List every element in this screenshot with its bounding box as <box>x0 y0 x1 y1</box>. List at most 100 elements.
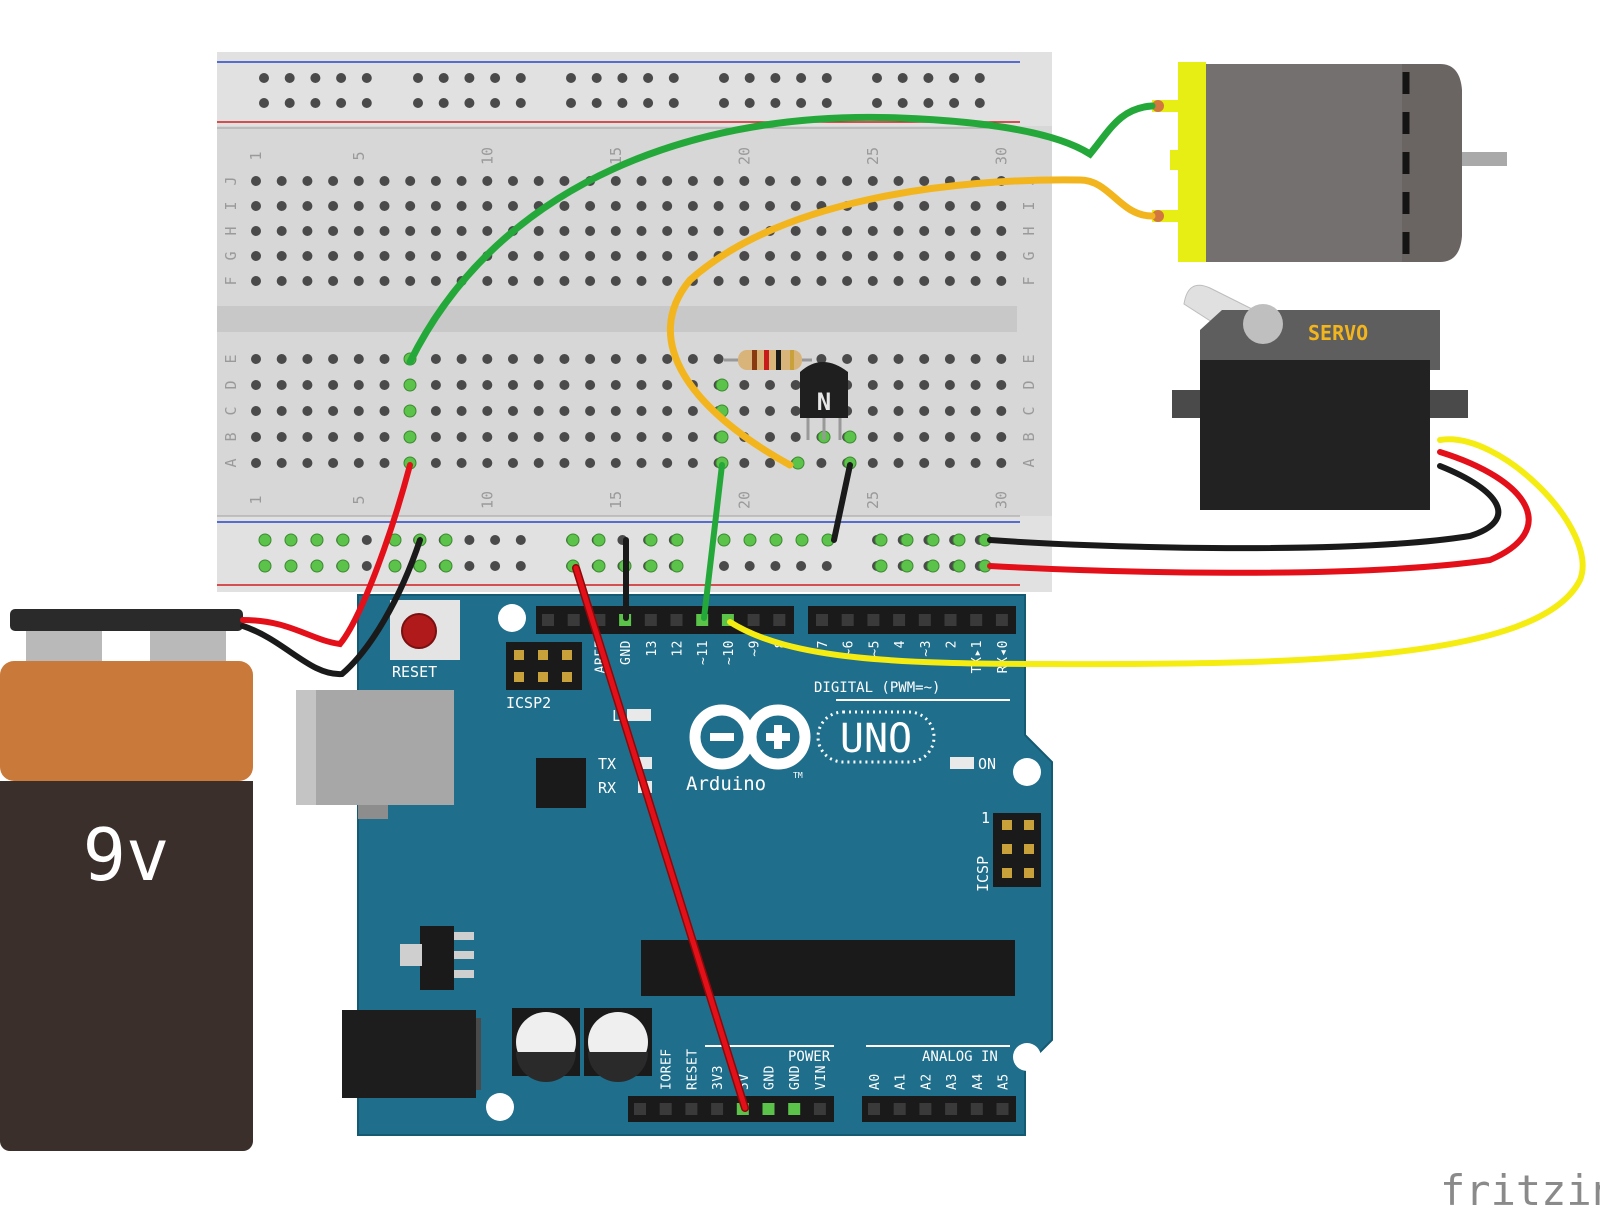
connected-hole <box>413 559 427 573</box>
breadboard-hole <box>302 276 313 286</box>
header-pin <box>1002 844 1012 854</box>
mounting-hole <box>1013 1043 1041 1071</box>
breadboard-hole <box>276 276 287 286</box>
breadboard-hole <box>662 276 673 286</box>
breadboard-hole <box>867 354 878 364</box>
rail-hole <box>464 561 475 571</box>
header-pin <box>562 672 572 682</box>
header-socket <box>773 614 786 626</box>
breadboard-hole <box>739 406 750 416</box>
rail-hole <box>974 98 985 108</box>
breadboard-hole <box>456 380 467 390</box>
header-socket <box>659 1103 672 1115</box>
power-jack <box>342 1010 476 1098</box>
rail-hole <box>361 73 372 83</box>
connected-hole <box>717 533 731 547</box>
breadboard-hole <box>687 432 698 442</box>
rail-hole <box>668 73 679 83</box>
breadboard-hole <box>328 380 339 390</box>
breadboard-bottom-rail <box>217 516 1052 592</box>
connected-hole <box>403 404 417 418</box>
breadboard-hole <box>893 176 904 186</box>
breadboard-hole <box>302 201 313 211</box>
led-l-label: L <box>612 707 621 725</box>
row-letter: C <box>222 406 240 415</box>
rail-hole <box>744 73 755 83</box>
breadboard-hole <box>251 380 261 390</box>
logo-loop-right <box>745 704 811 770</box>
breadboard-hole <box>328 354 339 364</box>
breadboard-hole <box>328 201 339 211</box>
digital-pin-label: RX◂0 <box>996 640 1011 673</box>
breadboard-hole <box>405 176 416 186</box>
breadboard-hole <box>456 251 467 261</box>
header-socket <box>841 614 854 626</box>
breadboard-hole <box>379 226 390 236</box>
digital-pin-label: ~3 <box>919 640 934 657</box>
servo-motor: SERVO <box>1172 284 1468 510</box>
voltage-regulator-pin <box>454 970 474 978</box>
digital-pin-label: ~9 <box>748 640 763 657</box>
connected-hole <box>715 378 729 392</box>
breadboard-hole <box>328 176 339 186</box>
rail-hole <box>897 98 908 108</box>
icsp-label: ICSP <box>974 856 992 892</box>
breadboard-hole <box>765 201 775 211</box>
battery-9v: 9v <box>0 609 253 1151</box>
breadboard-hole <box>405 201 416 211</box>
rail-hole <box>413 73 423 83</box>
rail-hole <box>464 73 475 83</box>
breadboard-hole <box>508 354 518 364</box>
breadboard-hole <box>944 251 955 261</box>
rail-hole <box>413 98 423 108</box>
breadboard-hole <box>842 354 853 364</box>
analog-pin-label: A0 <box>868 1073 883 1090</box>
column-number: 1 <box>247 495 265 504</box>
mounting-hole <box>498 604 526 632</box>
breadboard-hole <box>610 354 621 364</box>
header-socket <box>867 614 880 626</box>
breadboard-hole <box>353 354 364 364</box>
breadboard-hole <box>328 432 339 442</box>
breadboard-hole <box>996 380 1007 390</box>
breadboard-hole <box>276 432 287 442</box>
digital-pin-label: 2 <box>945 640 960 648</box>
power-pin-label: RESET <box>685 1048 700 1090</box>
breadboard-hole <box>867 432 878 442</box>
wire-black-gnd-jumper <box>831 462 853 543</box>
breadboard-hole <box>533 380 544 390</box>
breadboard-hole <box>790 406 801 416</box>
rail-hole <box>643 73 654 83</box>
capacitor-stripe <box>588 1052 648 1082</box>
rail-hole <box>310 73 321 83</box>
breadboard-hole <box>636 458 647 468</box>
connected-hole <box>743 533 757 547</box>
breadboard-hole <box>430 458 441 468</box>
breadboard-hole <box>636 226 647 236</box>
breadboard-hole <box>456 226 467 236</box>
resistor-band <box>764 350 769 370</box>
column-number: 25 <box>864 147 882 165</box>
capacitor-stripe <box>516 1052 576 1082</box>
power-pin-label: VIN <box>814 1065 829 1090</box>
header-socket <box>945 1103 958 1115</box>
npn-transistor: N <box>800 362 848 440</box>
breadboard-hole <box>533 251 544 261</box>
breadboard-hole <box>919 354 930 364</box>
row-letter: I <box>222 201 240 210</box>
rail-hole <box>643 98 654 108</box>
breadboard-hole <box>353 432 364 442</box>
connected-hole <box>769 533 783 547</box>
breadboard-hole <box>713 276 724 286</box>
breadboard-hole <box>456 458 467 468</box>
breadboard-hole <box>302 176 313 186</box>
connected-hole <box>952 559 966 573</box>
breadboard-hole <box>302 226 313 236</box>
breadboard-hole <box>713 226 724 236</box>
breadboard-hole <box>585 458 596 468</box>
transistor-body <box>800 362 848 418</box>
header-socket <box>813 1103 826 1115</box>
